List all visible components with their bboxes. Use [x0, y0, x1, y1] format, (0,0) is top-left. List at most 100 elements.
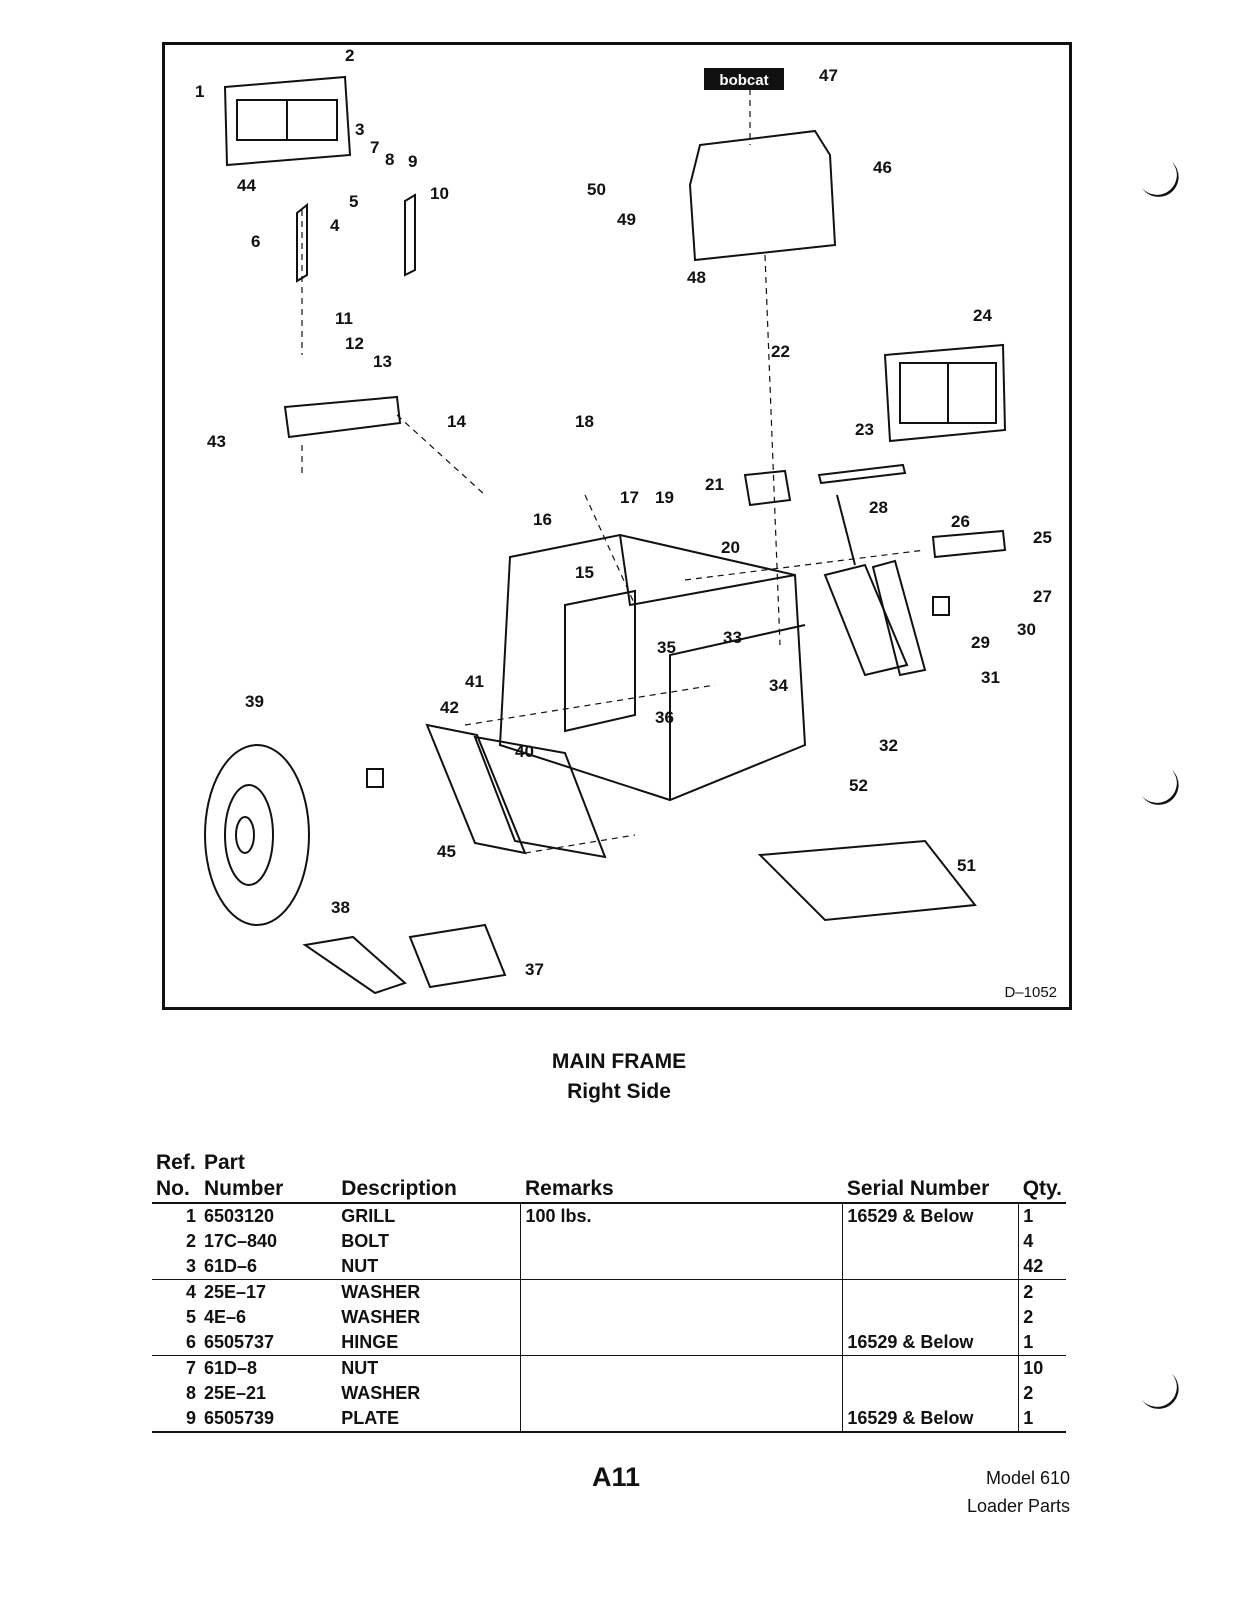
- bobcat-logo-plate: [704, 68, 784, 90]
- callout-3: 3: [355, 120, 364, 139]
- cover-plate-part: [473, 735, 607, 859]
- qty-cell: 2: [1018, 1279, 1066, 1305]
- remarks-cell: [520, 1381, 844, 1406]
- callout-24: 24: [973, 306, 992, 325]
- grill-right-part: [883, 343, 1007, 443]
- callout-52: 52: [849, 776, 868, 795]
- serial-number-cell: 16529 & Below: [842, 1406, 1020, 1433]
- table-row: 5 4E–6 WASHER 2: [152, 1305, 1066, 1330]
- callout-16: 16: [533, 510, 552, 529]
- page-title: MAIN FRAME: [551, 1050, 687, 1073]
- serial-number-cell: [842, 1254, 1020, 1280]
- remarks-cell: [520, 1254, 844, 1280]
- description-cell: WASHER: [337, 1381, 522, 1406]
- callout-20: 20: [721, 538, 740, 557]
- ref-no-cell: 9: [152, 1406, 200, 1433]
- remarks-cell: [520, 1279, 844, 1305]
- callout-26: 26: [951, 512, 970, 531]
- description-cell: NUT: [337, 1254, 522, 1280]
- serial-number-cell: 16529 & Below: [842, 1203, 1020, 1229]
- description-cell: HINGE: [337, 1330, 522, 1356]
- callout-17: 17: [620, 488, 639, 507]
- serial-number-cell: [842, 1229, 1020, 1254]
- callout-47: 47: [819, 66, 838, 85]
- part-number-cell: 17C–840: [203, 1231, 278, 1251]
- ref-no-cell: 3: [185, 1256, 196, 1276]
- header-description: Description: [337, 1150, 521, 1204]
- ref-no-cell: 8: [185, 1383, 196, 1403]
- serial-number-cell: [842, 1355, 1020, 1381]
- remarks-cell: 100 lbs.: [520, 1203, 844, 1229]
- callout-6: 6: [251, 232, 260, 251]
- ref-no-cell: 5: [185, 1307, 196, 1327]
- part-number-cell: 4E–6: [203, 1307, 247, 1327]
- callout-50: 50: [587, 180, 606, 199]
- callout-37: 37: [525, 960, 544, 979]
- plate-part: [404, 193, 416, 277]
- callout-34: 34: [769, 676, 788, 695]
- callout-4: 4: [330, 216, 340, 235]
- remarks-cell: [520, 1355, 844, 1381]
- header-serial-number: Serial Number: [842, 1150, 1019, 1204]
- description-cell: GRILL: [337, 1203, 522, 1229]
- model-info: Model 610 Loader Parts: [967, 1464, 1070, 1520]
- qty-cell: 10: [1018, 1355, 1066, 1381]
- callout-18: 18: [575, 412, 594, 431]
- callout-12: 12: [345, 334, 364, 353]
- callout-43: 43: [207, 432, 226, 451]
- part-number-cell: 6505737: [203, 1332, 275, 1352]
- callout-38: 38: [331, 898, 350, 917]
- serial-number-cell: [842, 1381, 1020, 1406]
- ref-no-cell: 2: [185, 1231, 196, 1251]
- remarks-cell: [520, 1330, 844, 1356]
- parts-table: Ref. No. Part Number Description Remarks…: [152, 1150, 1066, 1433]
- part-number-cell: 61D–6: [203, 1256, 258, 1276]
- description-cell: WASHER: [337, 1279, 522, 1305]
- part-number-cell: 6503120: [203, 1206, 275, 1226]
- callout-15: 15: [575, 563, 594, 582]
- callout-19: 19: [655, 488, 674, 507]
- table-row: 3 61D–6 NUT 42: [152, 1254, 1066, 1280]
- table-row: 2 17C–840 BOLT 4: [152, 1229, 1066, 1254]
- callout-1: 1: [195, 82, 204, 101]
- description-cell: NUT: [337, 1355, 522, 1381]
- callout-22: 22: [771, 342, 790, 361]
- callout-51: 51: [957, 856, 976, 875]
- description-cell: WASHER: [337, 1305, 522, 1330]
- qty-cell: 1: [1023, 1332, 1034, 1352]
- callout-21: 21: [705, 475, 724, 494]
- ref-no-cell: 4: [152, 1279, 200, 1305]
- grill-part: [223, 75, 352, 167]
- callout-41: 41: [465, 672, 484, 691]
- header-ref-no: Ref. No.: [152, 1150, 200, 1204]
- callout-45: 45: [437, 842, 456, 861]
- qty-cell: 2: [1023, 1307, 1034, 1327]
- tire-part: [204, 744, 310, 926]
- callout-5: 5: [349, 192, 358, 211]
- callout-32: 32: [879, 736, 898, 755]
- callout-29: 29: [971, 633, 990, 652]
- table-header-row: Ref. No. Part Number Description Remarks…: [152, 1150, 1066, 1204]
- bobcat-logo-text: bobcat: [719, 72, 768, 89]
- bracket-part: [283, 395, 402, 439]
- callout-23: 23: [855, 420, 874, 439]
- callout-11: 11: [335, 309, 353, 328]
- part-number-cell: 25E–17: [199, 1279, 338, 1305]
- callout-46: 46: [873, 158, 892, 177]
- callout-40: 40: [515, 742, 534, 761]
- remarks-cell: [520, 1406, 844, 1433]
- description-cell: BOLT: [337, 1229, 522, 1254]
- callout-10: 10: [430, 184, 449, 203]
- qty-cell: 42: [1023, 1256, 1044, 1276]
- qty-cell: 4: [1023, 1231, 1034, 1251]
- book-name: Loader Parts: [966, 1496, 1070, 1516]
- drawing-id: D–1052: [1004, 984, 1057, 1001]
- side-panel-part: [823, 563, 909, 677]
- part-number-cell: 61D–8: [199, 1355, 338, 1381]
